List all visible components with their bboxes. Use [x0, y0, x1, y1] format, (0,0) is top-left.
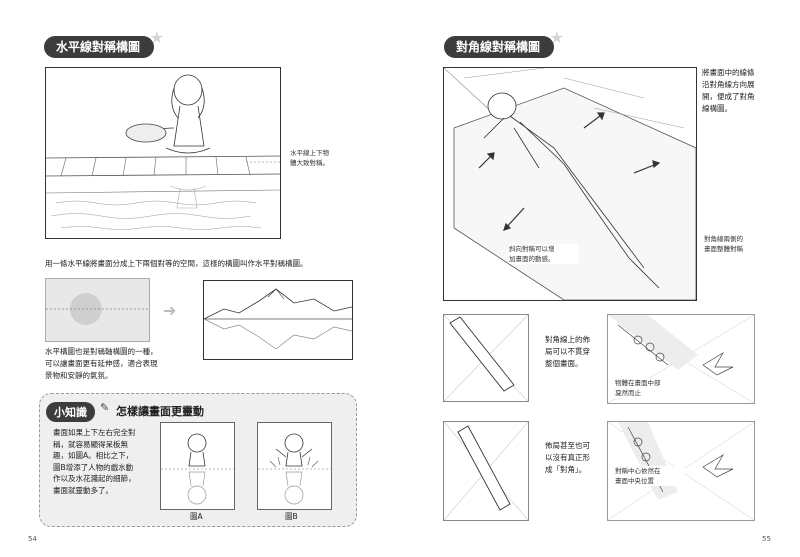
page-number-left: 54	[28, 535, 37, 543]
lying-girl-sketch	[444, 68, 696, 300]
diagonal-diagram-1	[443, 314, 529, 402]
note-diagonal-sides: 對角線兩側的 畫面整體對稱	[704, 235, 743, 253]
horizontal-description: 用一條水平線將畫面分成上下兩個對等的空間，這樣的構圖叫作水平對稱構圖。	[45, 259, 308, 268]
row2-note: 對稱中心依然在 畫面中央位置	[615, 466, 685, 486]
heading-text: 水平線對稱構圖	[56, 40, 141, 54]
row1-text: 對角線上的佈 局可以不貫穿 整個畫面。	[545, 335, 590, 368]
diagram-sketch	[46, 293, 149, 325]
diagram-1-sketch	[444, 315, 528, 401]
page-number-right: 55	[762, 535, 771, 543]
figure-a-sketch	[161, 433, 234, 505]
horizontal-symmetry-illustration	[45, 67, 281, 239]
tip-text: 畫面如果上下左右完全對 稱，就容易顯得呆板無 趣，如圖A。相比之下， 圖B增添了…	[53, 428, 136, 495]
diagonal-intro: 將畫面中的線條 沿對角線方向展 開，便成了對角 線構圖。	[702, 68, 755, 113]
tip-badge: 小知識	[46, 402, 95, 422]
diagram-2-sketch	[444, 422, 528, 520]
horizontal-summary: 水平構圖也是對稱軸構圖的一種， 可以讓畫面更有延伸感，適合表現 景物和安靜的氣氛…	[45, 347, 158, 380]
star-icon: ★	[149, 28, 165, 47]
dock-girl-sketch	[46, 74, 280, 230]
figure-b-sketch	[258, 433, 331, 505]
row1-note: 物體在畫面中部 戛然而止	[615, 378, 679, 398]
flower-bird-sketch-1	[608, 315, 754, 403]
note-diagonal-motion: 斜向對稱可以增 加畫面的動感。	[509, 244, 579, 264]
section-heading-horizontal: 水平線對稱構圖 ★	[44, 30, 164, 58]
star-icon: ★	[549, 28, 565, 47]
heading-text: 對角線對稱構圖	[456, 40, 541, 54]
lightbulb-icon: ✎	[100, 401, 110, 414]
mountain-sketch	[204, 288, 352, 350]
note-horizon-symmetry: 水平線上下物 體大致對稱。	[290, 149, 329, 167]
figure-a-label: 圖A	[190, 512, 203, 521]
arrow-right-icon: ➜	[163, 301, 177, 320]
diagonal-diagram-2	[443, 421, 529, 521]
section-heading-diagonal: 對角線對稱構圖 ★	[444, 30, 564, 58]
row2-text: 佈局甚至也可 以沒有真正形 成「對角」。	[545, 441, 590, 474]
diagonal-symmetry-illustration	[443, 67, 697, 301]
figure-b-label: 圖B	[285, 512, 298, 521]
mountain-reflection-illustration	[203, 280, 353, 360]
figure-b	[257, 422, 332, 510]
figure-a	[160, 422, 235, 510]
tip-title: 怎樣讓畫面更靈動	[116, 405, 204, 418]
horizontal-diagram-box	[45, 278, 150, 342]
